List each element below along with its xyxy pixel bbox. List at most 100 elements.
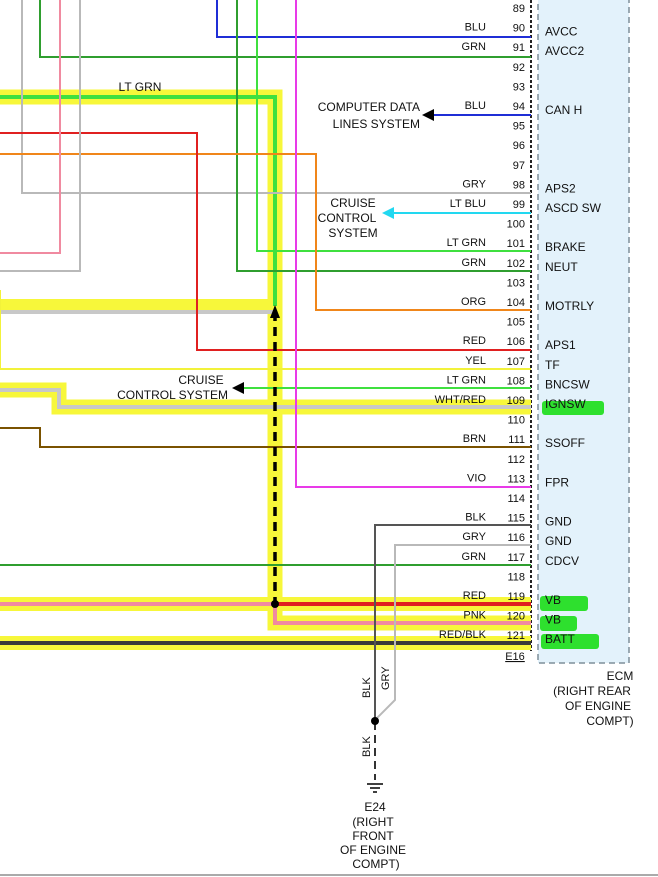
wire-pin-120-pnk — [273, 604, 531, 625]
pin-number: 91 — [513, 42, 525, 54]
ground-label-line4: OF ENGINE — [340, 843, 406, 857]
pin-number: 121 — [507, 630, 525, 642]
ecm-signal-label: GND — [545, 515, 572, 529]
pin-number: 120 — [507, 611, 525, 623]
pin-number: 117 — [507, 552, 525, 564]
pin-number: 114 — [507, 493, 525, 505]
wire-color-label: LT GRN — [447, 374, 486, 386]
wire-pin-101-lt-grn — [256, 0, 531, 252]
ecm-signal-label: SSOFF — [545, 436, 585, 450]
wire-color-label: RED — [463, 590, 486, 602]
lt-grn-bus-label: LT GRN — [119, 80, 162, 94]
wire-pin-98-gry — [21, 0, 531, 194]
computer-data-label-line1: COMPUTER DATA — [318, 100, 420, 114]
computer-data-label-line2: LINES SYSTEM — [333, 117, 420, 131]
ecm-signal-label: NEUT — [545, 260, 578, 274]
ecm-label-line1: ECM — [607, 669, 634, 683]
gray-left-wire — [0, 0, 81, 272]
pink-left-wire — [0, 0, 61, 254]
wire-color-label: GRY — [462, 531, 486, 543]
wire-pin-113-vio — [295, 0, 531, 488]
cruise-upper-line2: CONTROL — [318, 211, 377, 225]
splice-dot-ground — [371, 717, 379, 725]
ecm-signal-label: BNCSW — [545, 377, 590, 391]
ground-label-line2: (RIGHT — [352, 815, 394, 829]
pin-number: 115 — [507, 513, 525, 525]
wire-pin-106-red — [0, 132, 531, 351]
ground-symbol-icon — [367, 783, 383, 793]
pin-number: 107 — [507, 356, 525, 368]
pin-number: 106 — [507, 336, 525, 348]
pin-number: 103 — [507, 277, 525, 289]
pin-number: 113 — [507, 473, 525, 485]
pin-number: 94 — [513, 101, 525, 113]
pin-number: 119 — [507, 591, 525, 603]
ecm-signal-label: TF — [545, 358, 560, 372]
wire-color-label: RED — [463, 335, 486, 347]
ecm-signal-label: ASCD SW — [545, 201, 602, 215]
wire-color-label: RED/BLK — [439, 629, 487, 641]
ecm-signal-label: APS1 — [545, 338, 576, 352]
pin-number: 98 — [513, 179, 525, 191]
wire-pin-111-brn — [0, 427, 531, 448]
wire-color-label: GRN — [462, 257, 487, 269]
wire-color-label: YEL — [465, 355, 486, 367]
ecm-signal-label: VB — [545, 613, 561, 627]
wire-color-label: ORG — [461, 296, 486, 308]
pin-number: 102 — [507, 258, 525, 270]
pin-number: 89 — [513, 3, 525, 15]
pin-number: 104 — [507, 297, 525, 309]
ground-wire-lower-label: BLK — [361, 736, 373, 757]
wire-color-label: LT BLU — [450, 198, 486, 210]
wires — [0, 0, 531, 780]
pin-number: 95 — [513, 121, 525, 133]
wire-pin-104-org — [0, 153, 531, 311]
ecm-signal-label: AVCC2 — [545, 44, 584, 58]
pin-number: 116 — [507, 532, 525, 544]
wire-pin-115-blk — [374, 524, 531, 720]
ecm-module-box — [537, 0, 630, 664]
ecm-signal-label: GND — [545, 534, 572, 548]
ecm-label-line4: COMPT) — [586, 714, 633, 728]
wire-color-label: GRN — [462, 41, 487, 53]
wire-pin-91-grn — [39, 0, 531, 58]
wire-pin-107-yel — [0, 290, 531, 370]
arrow-left-icon-cruise-upper — [382, 207, 394, 219]
wire-color-label: BLK — [465, 512, 486, 524]
wire-color-label: GRY — [462, 178, 486, 190]
cruise-lower-line1: CRUISE — [178, 373, 223, 387]
pin-number: 99 — [513, 199, 525, 211]
wire-color-label: PNK — [463, 610, 486, 622]
ecm-signal-label: CAN H — [545, 103, 582, 117]
arrow-left-icon-cruise-lower — [232, 382, 244, 394]
pin-number: 90 — [513, 23, 525, 35]
pin-number: 110 — [507, 415, 525, 427]
ground-label-line5: COMPT) — [352, 857, 399, 871]
ecm-signal-label: VB — [545, 593, 561, 607]
arrow-left-icon-computer-data — [422, 109, 434, 121]
ecm-signal-label: BRAKE — [545, 240, 586, 254]
ecm-signal-label: BATT — [545, 632, 575, 646]
ecm-signal-label: APS2 — [545, 181, 576, 195]
arrow-up-icon — [270, 305, 280, 318]
ecm-signal-label: AVCC — [545, 25, 578, 39]
connector-id-label: E16 — [505, 651, 525, 663]
wire-color-label: LT GRN — [447, 237, 486, 249]
ecm-signal-label: MOTRLY — [545, 299, 594, 313]
ground-label-line1: E24 — [364, 800, 386, 814]
cruise-upper-line1: CRUISE — [330, 196, 375, 210]
pin-number: 112 — [507, 454, 525, 466]
pin-number: 109 — [507, 395, 525, 407]
wire-pin-116-gry — [374, 544, 531, 721]
cruise-lower-line2: CONTROL SYSTEM — [117, 388, 228, 402]
pin-number: 100 — [507, 219, 525, 231]
ecm-signal-label: FPR — [545, 475, 569, 489]
cruise-upper-line3: SYSTEM — [328, 226, 377, 240]
lt-grn-bus-wire — [0, 95, 277, 306]
pin-number: 92 — [513, 62, 525, 74]
wire-color-label: BLU — [465, 100, 486, 112]
ground-wire-right-label: GRY — [380, 666, 392, 690]
